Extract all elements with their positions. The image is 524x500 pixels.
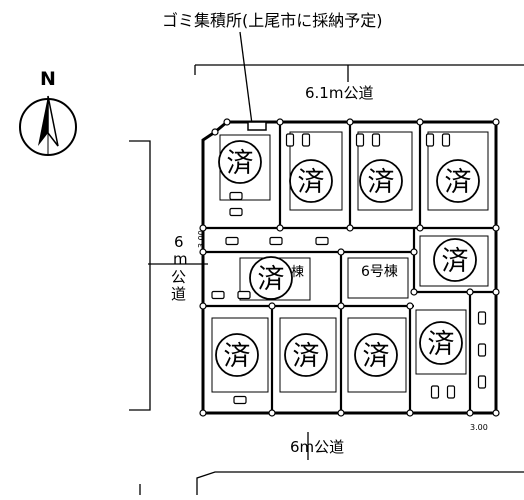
- sold-stamp-lot-7: 済: [433, 238, 477, 282]
- sold-stamp-lot-8: 済: [215, 333, 259, 377]
- svg-text:道: 道: [171, 285, 186, 303]
- sold-stamp-lot-10: 済: [354, 333, 398, 377]
- svg-text:済: 済: [298, 167, 325, 198]
- building-footprints: [211, 131, 489, 393]
- lot-lines: [203, 122, 496, 413]
- west-road-label: 6 m 公 道: [171, 233, 188, 303]
- road-lines: [129, 64, 524, 495]
- sold-stamp-lot-4: 済: [436, 159, 480, 203]
- garbage-point-box: [247, 121, 267, 131]
- lot-corner-markers: [199, 118, 500, 417]
- svg-text:済: 済: [227, 148, 254, 179]
- svg-text:公: 公: [171, 268, 186, 286]
- unit-6-label: 6号棟: [361, 264, 398, 280]
- sold-stamp-lot-3: 済: [359, 159, 403, 203]
- svg-text:済: 済: [258, 264, 285, 295]
- garbage-point-label: ゴミ集積所(上尾市に採納予定): [162, 11, 383, 30]
- callout-leader-line: [239, 31, 253, 125]
- svg-text:済: 済: [445, 167, 472, 198]
- sold-stamp-lot-11: 済: [419, 321, 463, 365]
- north-label: N: [40, 68, 56, 90]
- south-road-label: 6m公道: [290, 438, 344, 456]
- unit-partial-label: 棟: [291, 265, 304, 280]
- north-road-label: 6.1m公道: [305, 84, 373, 102]
- svg-text:済: 済: [363, 341, 390, 372]
- svg-text:6: 6: [174, 233, 184, 251]
- sold-stamp-lot-1: 済: [218, 140, 262, 184]
- svg-text:済: 済: [428, 329, 455, 360]
- sold-stamps: 済 済 済 済 済 済 済 済 済 済: [215, 140, 480, 377]
- north-arrow-icon: [19, 95, 77, 156]
- svg-text:済: 済: [224, 341, 251, 372]
- sold-stamp-lot-9: 済: [284, 333, 328, 377]
- svg-text:済: 済: [293, 341, 320, 372]
- sold-stamp-lot-5: 済: [249, 256, 293, 300]
- svg-text:済: 済: [442, 246, 469, 277]
- svg-text:済: 済: [368, 167, 395, 198]
- sold-stamp-lot-2: 済: [289, 159, 333, 203]
- svg-text:m: m: [173, 250, 188, 268]
- south-offset-dimension: 3.00: [470, 423, 488, 432]
